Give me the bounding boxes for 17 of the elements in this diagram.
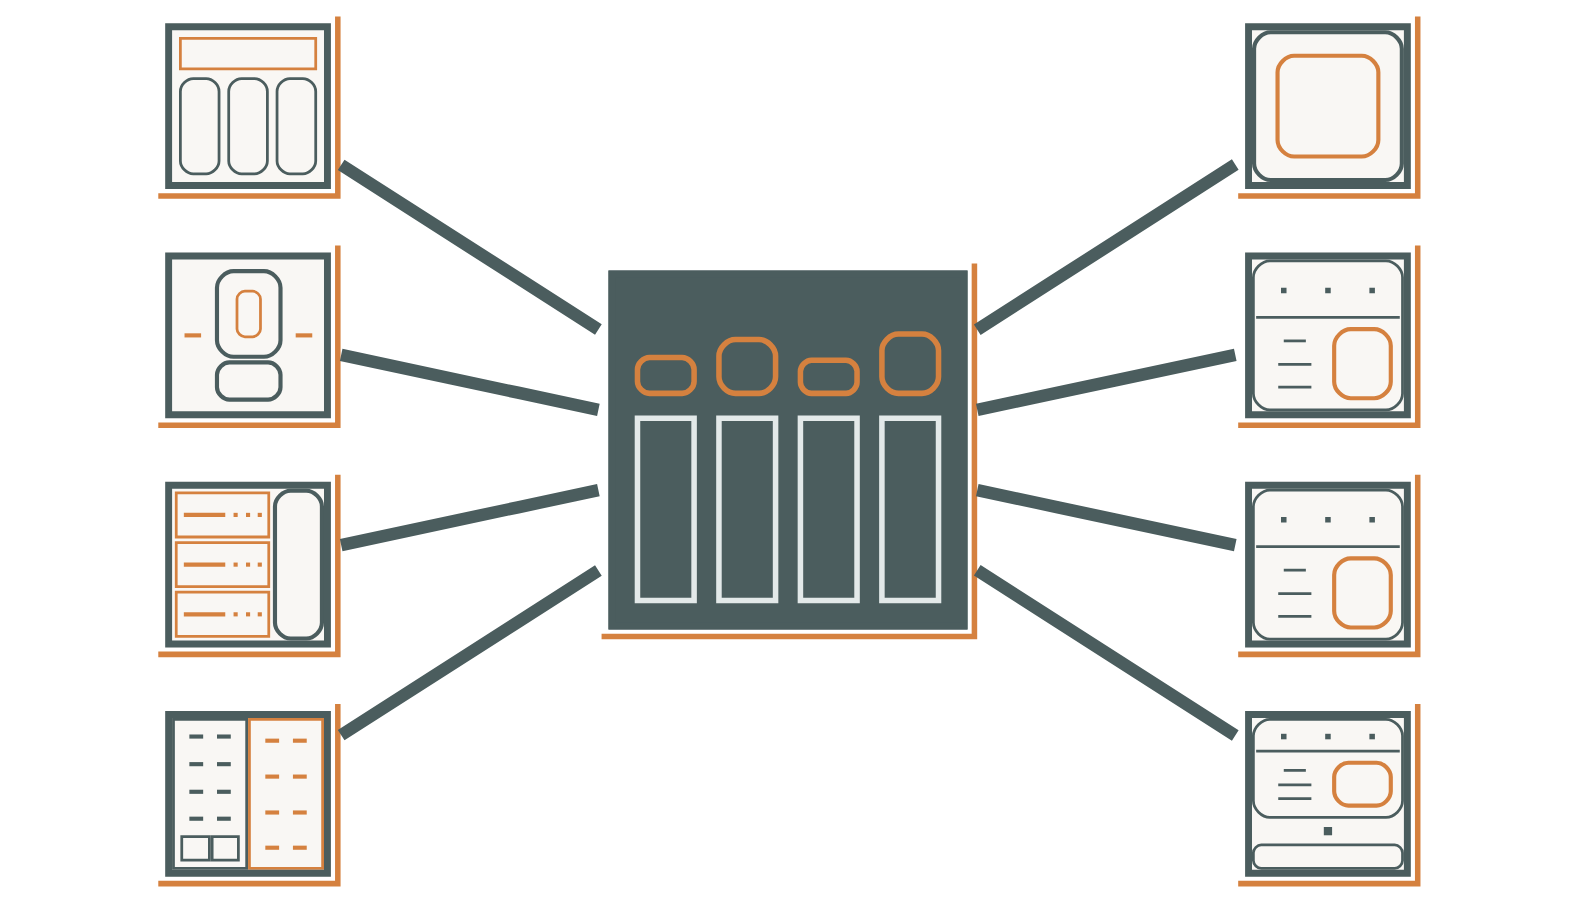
node-picture (1237, 704, 1420, 887)
node-picture (157, 704, 341, 887)
connector (339, 484, 600, 552)
node-picture (157, 16, 341, 199)
connector (973, 565, 1239, 741)
connector (975, 484, 1237, 552)
connector (337, 565, 602, 741)
node-picture (1237, 245, 1420, 428)
node-picture (1237, 16, 1420, 199)
connector (975, 348, 1237, 416)
node-picture (1237, 474, 1420, 658)
connector (973, 159, 1239, 335)
node-picture (601, 263, 977, 640)
node-picture (157, 245, 341, 428)
connector (337, 159, 602, 335)
connector (339, 348, 600, 416)
node-picture (157, 474, 341, 658)
